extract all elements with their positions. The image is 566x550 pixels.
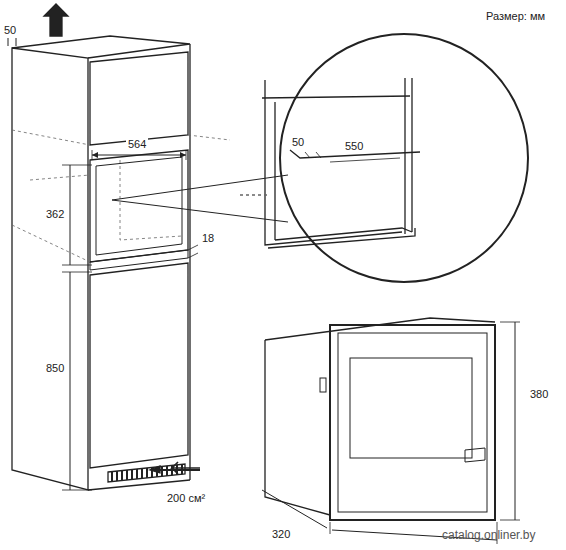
- vent-area-label: 200 см²: [165, 492, 207, 505]
- dimension-label: 850: [44, 362, 66, 375]
- units-note: Размер: мм: [484, 10, 547, 23]
- dimension-label: 380: [528, 388, 550, 401]
- dimension-label: 550: [343, 140, 365, 153]
- watermark: catalog.onliner.by: [440, 528, 537, 542]
- dimension-label: 564: [126, 138, 148, 151]
- dimension-label: 18: [200, 232, 216, 245]
- dimension-label: 320: [270, 528, 292, 541]
- dimension-label: 50: [290, 136, 306, 149]
- dimension-label: 50: [2, 24, 18, 37]
- dimension-label: 362: [44, 208, 66, 221]
